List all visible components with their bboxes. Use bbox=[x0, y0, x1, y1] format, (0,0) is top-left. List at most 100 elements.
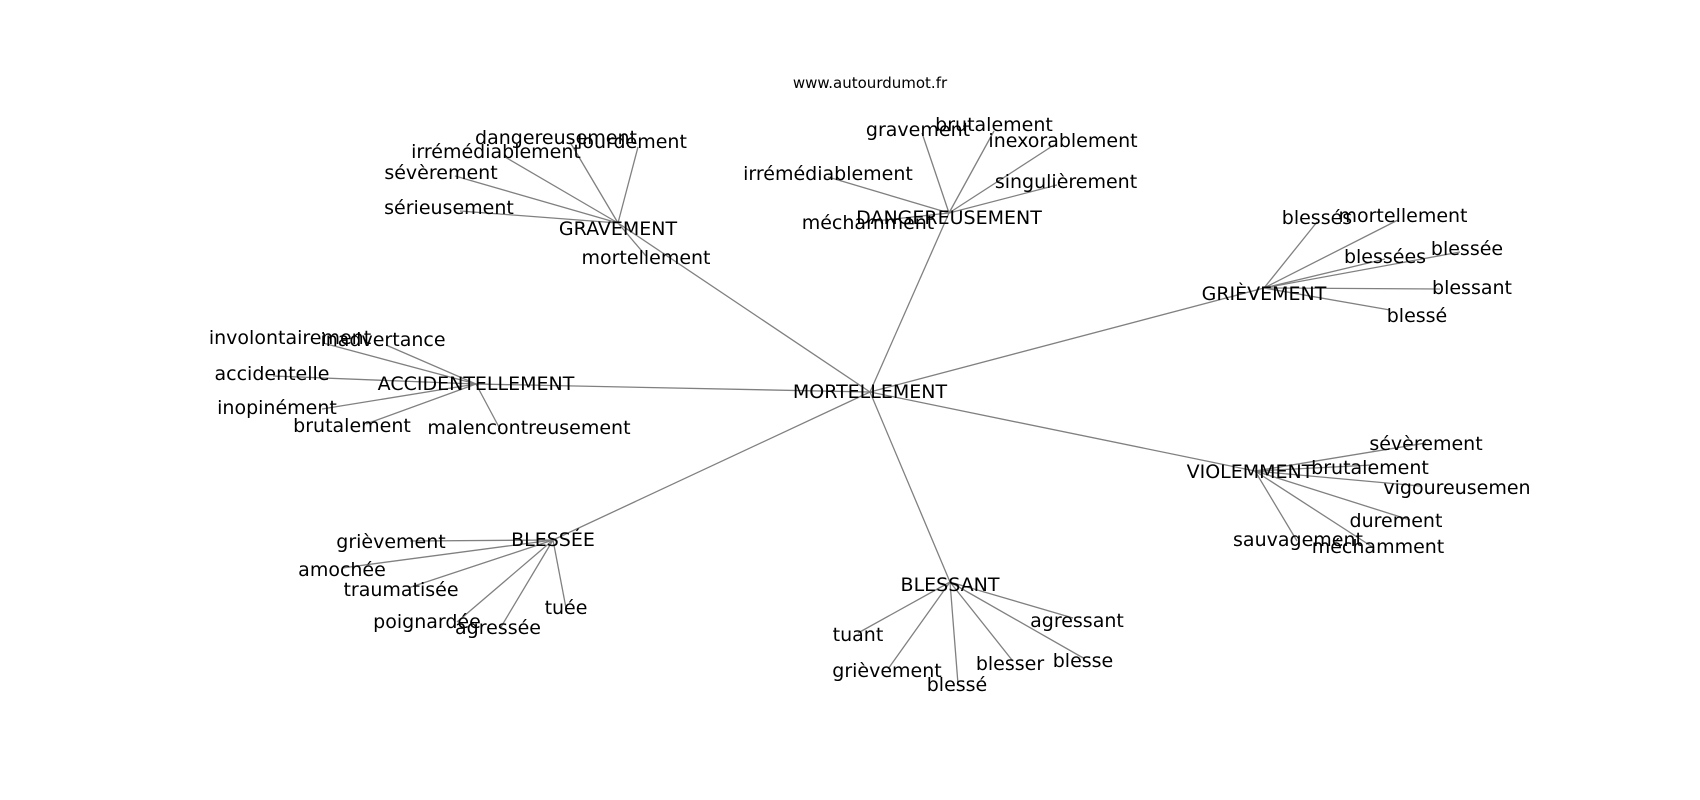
hub-node-label-gravement[interactable]: GRAVEMENT bbox=[559, 218, 678, 240]
edge-center-grievement bbox=[869, 287, 1265, 393]
edge-grievement-leaf-1 bbox=[1263, 219, 1399, 289]
leaf-node-label-blessee-1[interactable]: amochée bbox=[298, 559, 386, 581]
edges-layer bbox=[272, 130, 1461, 685]
edge-violemment-leaf-5 bbox=[1254, 470, 1375, 549]
edge-violemment-leaf-3 bbox=[1254, 470, 1411, 521]
edge-blessant-leaf-2 bbox=[949, 581, 1086, 660]
edge-blessee-leaf-2 bbox=[407, 539, 554, 589]
leaf-node-label-gravement-5[interactable]: mortellement bbox=[581, 247, 710, 269]
hub-node-label-blessee[interactable]: BLESSÉE bbox=[511, 528, 595, 551]
leaf-node-label-grievement-4[interactable]: blessant bbox=[1432, 277, 1512, 299]
edge-blessant-leaf-1 bbox=[857, 581, 951, 634]
leaf-node-label-blessant-0[interactable]: agressant bbox=[1030, 610, 1124, 632]
leaf-node-label-violemment-5[interactable]: méchamment bbox=[1312, 536, 1445, 558]
edge-center-dangereusement bbox=[869, 212, 950, 393]
hub-node-label-dangereusement[interactable]: DANGEREUSEMENT bbox=[856, 207, 1042, 229]
leaf-node-label-accidentellement-0[interactable]: involontairement bbox=[209, 327, 371, 349]
leaf-node-label-blessee-3[interactable]: poignardée bbox=[373, 611, 481, 633]
center-node-label[interactable]: MORTELLEMENT bbox=[793, 381, 948, 403]
hub-node-label-blessant[interactable]: BLESSANT bbox=[901, 574, 1000, 596]
hub-node-label-accidentellement[interactable]: ACCIDENTELLEMENT bbox=[378, 373, 575, 395]
edge-blessant-leaf-0 bbox=[949, 581, 1074, 619]
edge-blessee-leaf-5 bbox=[552, 539, 567, 609]
leaf-node-label-blessee-0[interactable]: grièvement bbox=[336, 531, 445, 553]
edge-violemment-leaf-0 bbox=[1254, 442, 1427, 472]
leaf-node-label-blessee-2[interactable]: traumatisée bbox=[343, 579, 458, 601]
leaf-node-label-blessant-5[interactable]: blessé bbox=[927, 674, 988, 696]
hub-node-label-violemment[interactable]: VIOLEMMENT bbox=[1187, 461, 1314, 483]
edge-center-gravement bbox=[617, 222, 871, 393]
leaf-node-label-accidentellement-2[interactable]: accidentelle bbox=[215, 363, 330, 385]
edge-dangereusement-leaf-1 bbox=[948, 130, 995, 214]
edge-gravement-leaf-5 bbox=[617, 222, 647, 257]
leaf-node-label-accidentellement-5[interactable]: malencontreusement bbox=[427, 417, 630, 439]
edge-violemment-leaf-2 bbox=[1254, 470, 1421, 487]
leaf-node-label-gravement-2[interactable]: irrémédiablement bbox=[411, 141, 581, 163]
leaf-node-label-gravement-3[interactable]: sévèrement bbox=[384, 162, 497, 184]
edge-blessant-leaf-3 bbox=[949, 581, 1013, 661]
labels-layer: MORTELLEMENT dangereusementlourdementirr… bbox=[209, 114, 1531, 696]
edge-blessee-leaf-3 bbox=[456, 539, 554, 623]
leaf-node-label-violemment-4[interactable]: sauvagement bbox=[1233, 529, 1363, 551]
edge-center-violemment bbox=[869, 391, 1256, 472]
edge-blessant-leaf-4 bbox=[887, 581, 951, 670]
leaf-node-label-accidentellement-1[interactable]: inadvertance bbox=[320, 329, 445, 351]
edge-dangereusement-leaf-0 bbox=[921, 132, 950, 214]
edge-blessee-leaf-4 bbox=[500, 539, 554, 628]
leaf-node-label-grievement-1[interactable]: mortellement bbox=[1338, 205, 1467, 227]
leaf-node-label-violemment-3[interactable]: durement bbox=[1350, 510, 1443, 532]
leaf-node-label-violemment-2[interactable]: vigoureusemen bbox=[1383, 477, 1530, 499]
edge-violemment-leaf-1 bbox=[1254, 464, 1373, 472]
edge-violemment-leaf-4 bbox=[1254, 470, 1298, 542]
leaf-node-label-dangereusement-0[interactable]: gravement bbox=[866, 119, 970, 141]
hub-node-label-grievement[interactable]: GRIÈVEMENT bbox=[1202, 282, 1327, 305]
leaf-node-label-violemment-0[interactable]: sévèrement bbox=[1369, 433, 1482, 455]
edge-accidentellement-leaf-3 bbox=[321, 383, 477, 410]
leaf-node-label-blessant-3[interactable]: blesser bbox=[976, 653, 1045, 675]
edge-center-blessee bbox=[552, 391, 871, 541]
leaf-node-label-grievement-3[interactable]: blessée bbox=[1431, 238, 1503, 260]
edge-accidentellement-leaf-4 bbox=[365, 383, 477, 425]
edge-blessant-leaf-5 bbox=[949, 581, 959, 685]
edge-grievement-leaf-4 bbox=[1263, 287, 1441, 290]
leaf-node-label-gravement-4[interactable]: sérieusement bbox=[384, 197, 514, 219]
leaf-node-label-violemment-1[interactable]: brutalement bbox=[1311, 457, 1429, 479]
leaf-node-label-accidentellement-4[interactable]: brutalement bbox=[293, 415, 411, 437]
leaf-node-label-blessant-4[interactable]: grièvement bbox=[832, 660, 941, 682]
edge-grievement-leaf-3 bbox=[1263, 251, 1461, 289]
leaf-node-label-grievement-0[interactable]: blessés bbox=[1282, 207, 1352, 229]
edge-center-accidentellement bbox=[475, 383, 871, 393]
leaf-node-label-blessee-5[interactable]: tuée bbox=[545, 597, 588, 619]
edge-dangereusement-leaf-4 bbox=[948, 184, 1058, 214]
edge-accidentellement-leaf-1 bbox=[385, 344, 477, 385]
edge-gravement-leaf-0 bbox=[569, 141, 619, 224]
leaf-node-label-gravement-1[interactable]: lourdement bbox=[577, 131, 687, 153]
edge-blessee-leaf-1 bbox=[341, 539, 554, 569]
edge-center-blessant bbox=[869, 391, 951, 583]
leaf-node-label-dangereusement-5[interactable]: méchamment bbox=[802, 212, 935, 234]
edge-grievement-leaf-0 bbox=[1263, 221, 1318, 289]
leaf-node-label-dangereusement-4[interactable]: singulièrement bbox=[995, 171, 1137, 193]
leaf-node-label-gravement-0[interactable]: dangereusement bbox=[475, 127, 637, 149]
leaf-node-label-dangereusement-3[interactable]: irrémédiablement bbox=[743, 163, 913, 185]
leaf-node-label-dangereusement-2[interactable]: inexorablement bbox=[988, 130, 1137, 152]
leaf-node-label-blessant-1[interactable]: tuant bbox=[833, 624, 884, 646]
edge-accidentellement-leaf-0 bbox=[322, 342, 477, 385]
edge-accidentellement-leaf-5 bbox=[475, 383, 501, 430]
site-watermark: www.autourdumot.fr bbox=[793, 74, 948, 92]
edge-gravement-leaf-2 bbox=[504, 156, 619, 224]
leaf-node-label-dangereusement-1[interactable]: brutalement bbox=[935, 114, 1053, 136]
edge-dangereusement-leaf-5 bbox=[874, 212, 950, 222]
edge-grievement-leaf-2 bbox=[1263, 258, 1386, 289]
leaf-node-label-blessant-2[interactable]: blesse bbox=[1053, 650, 1114, 672]
leaf-node-label-accidentellement-3[interactable]: inopinément bbox=[217, 397, 337, 419]
edge-dangereusement-leaf-2 bbox=[948, 144, 1055, 214]
leaf-node-label-blessee-4[interactable]: agressée bbox=[455, 617, 541, 639]
leaf-node-label-grievement-2[interactable]: blessées bbox=[1344, 246, 1426, 268]
edge-gravement-leaf-4 bbox=[459, 210, 619, 224]
edge-dangereusement-leaf-3 bbox=[827, 176, 950, 214]
edge-gravement-leaf-1 bbox=[617, 146, 639, 224]
leaf-node-label-grievement-5[interactable]: blessé bbox=[1387, 305, 1448, 327]
edge-grievement-leaf-5 bbox=[1263, 287, 1391, 311]
